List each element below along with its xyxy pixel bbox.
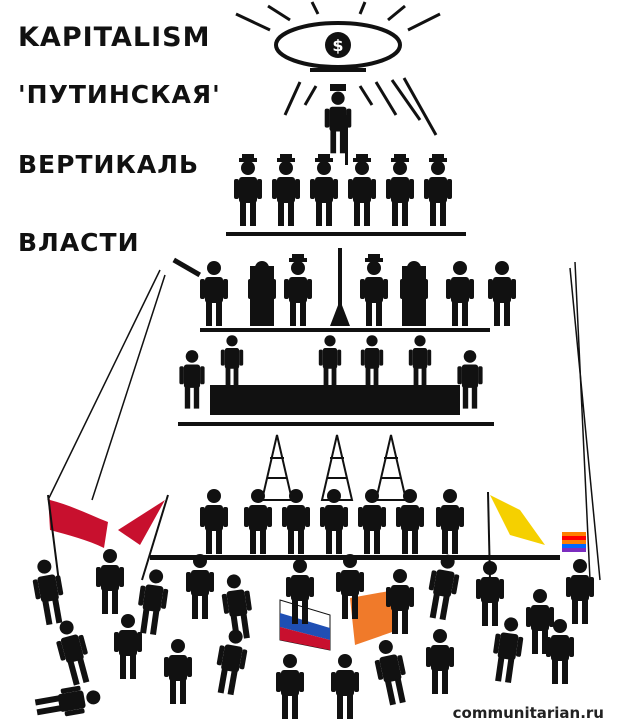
tier-divider [200,328,490,332]
caption-line-4: ВЛАСТИ [18,228,140,257]
flag-red [48,495,108,548]
tier-divider [178,422,494,426]
eye-rays [235,1,441,136]
tier-divider [226,232,466,236]
tier-officials [234,154,452,226]
caption-line-1: KAPITALISM [18,22,211,53]
site-credit: communitarian.ru [452,704,604,722]
tsar-figure [324,84,352,165]
dollar-icon: $ [332,36,343,55]
tier-power [172,248,516,326]
all-seeing-eye: $ [274,21,402,72]
tier-soldiers [200,489,464,554]
flag-imperial [490,495,545,545]
tier-banquet [179,335,483,415]
flags [47,491,586,651]
caption-line-2: 'ПУТИНСКАЯ' [18,80,221,109]
puppet-strings [47,261,601,581]
caption-line-3: ВЕРТИКАЛЬ [18,150,200,179]
